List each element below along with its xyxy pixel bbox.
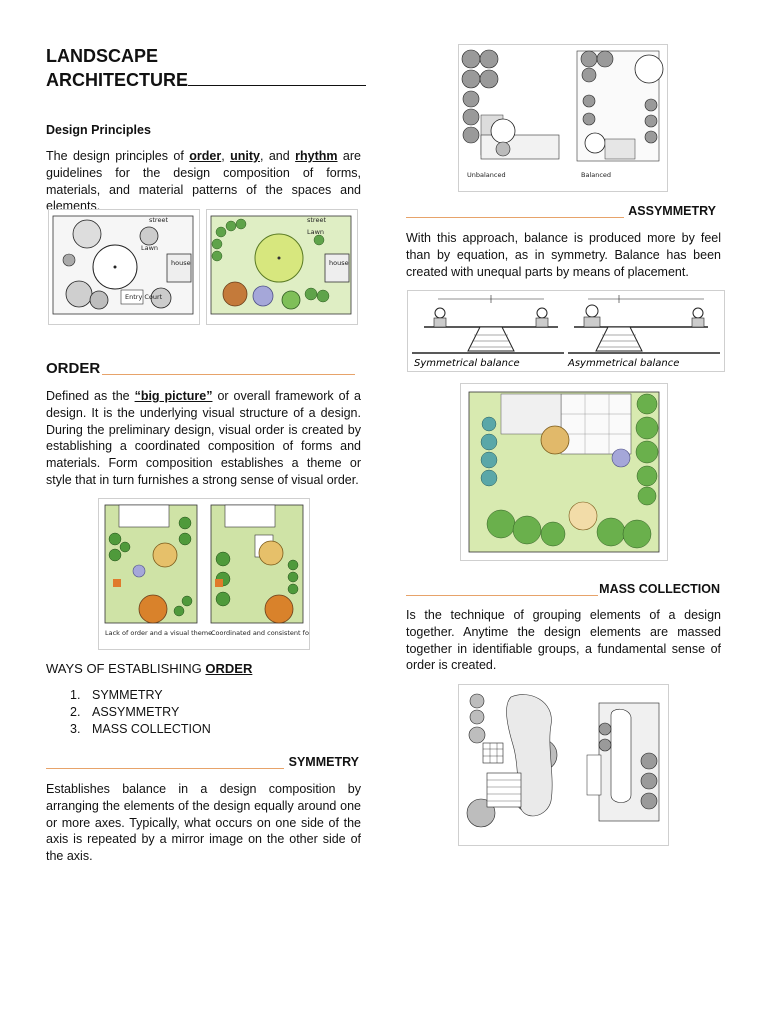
list-item: 2.ASSYMMETRY [70, 704, 180, 719]
mass-collection-heading: MASS COLLECTION [599, 582, 720, 596]
assymmetry-heading: ASSYMMETRY [628, 204, 716, 218]
term-big-picture: “big picture” [134, 389, 213, 403]
figure-order-comparison: Lack of order and a visual theme. Coordi… [98, 498, 310, 650]
svg-text:Lawn: Lawn [141, 244, 158, 252]
balance-right-label: Balanced [581, 171, 611, 179]
page-title: LANDSCAPE ARCHITECTURE [46, 44, 366, 92]
assymmetry-paragraph: With this approach, balance is produced … [406, 231, 721, 279]
order-heading: ORDER [46, 360, 101, 377]
ways-list: 1.SYMMETRY 2.ASSYMMETRY 3.MASS COLLECTIO… [70, 687, 211, 737]
list-item: 3.MASS COLLECTION [70, 721, 211, 736]
title-line-2: ARCHITECTURE [46, 68, 366, 92]
order-fig-left-caption: Lack of order and a visual theme. [105, 629, 214, 637]
figure-plan-colored-sketch: street Lawn house [206, 209, 358, 325]
symmetry-paragraph: Establishes balance in a design composit… [46, 782, 361, 864]
mass-collection-heading-rule [406, 595, 598, 596]
order-fig-right-caption: Coordinated and consistent forms establi… [211, 629, 309, 637]
term-unity: unity [230, 149, 260, 163]
order-paragraph: Defined as the “big picture” or overall … [46, 389, 361, 487]
term-rhythm: rhythm [295, 149, 338, 163]
figure-plan-unbalanced-sketch: street Lawn house Entry Court [48, 209, 200, 325]
list-item: 1.SYMMETRY [70, 688, 163, 702]
seesaw-left-label: Symmetrical balance [414, 358, 520, 369]
order-heading-rule [102, 374, 355, 375]
title-underline [188, 69, 366, 86]
label-street-right: street [307, 216, 326, 224]
figure-mass-collection [458, 684, 669, 846]
design-principles-heading: Design Principles [46, 123, 151, 137]
mass-collection-paragraph: Is the technique of grouping elements of… [406, 608, 721, 673]
assymmetry-heading-rule [406, 217, 624, 218]
term-order: order [189, 149, 222, 163]
svg-text:Entry Court: Entry Court [125, 293, 163, 301]
balance-left-label: Unbalanced [467, 171, 506, 179]
title-line-1: LANDSCAPE [46, 46, 159, 66]
design-principles-paragraph: The design principles of order, unity, a… [46, 149, 361, 214]
ways-heading: WAYS OF ESTABLISHING ORDER [46, 661, 253, 676]
seesaw-right-label: Asymmetrical balance [567, 358, 679, 369]
svg-text:house: house [329, 259, 349, 267]
figure-seesaw-balance: Symmetrical balance Asymmetrical balance [407, 290, 725, 372]
svg-text:Lawn: Lawn [307, 228, 324, 236]
figure-asymmetric-garden [460, 383, 668, 561]
symmetry-heading-rule [46, 768, 284, 769]
symmetry-heading: SYMMETRY [288, 755, 359, 769]
label-street-left: street [149, 216, 168, 224]
figure-balance-plans: Unbalanced Balanced [458, 44, 668, 192]
svg-text:house: house [171, 259, 191, 267]
